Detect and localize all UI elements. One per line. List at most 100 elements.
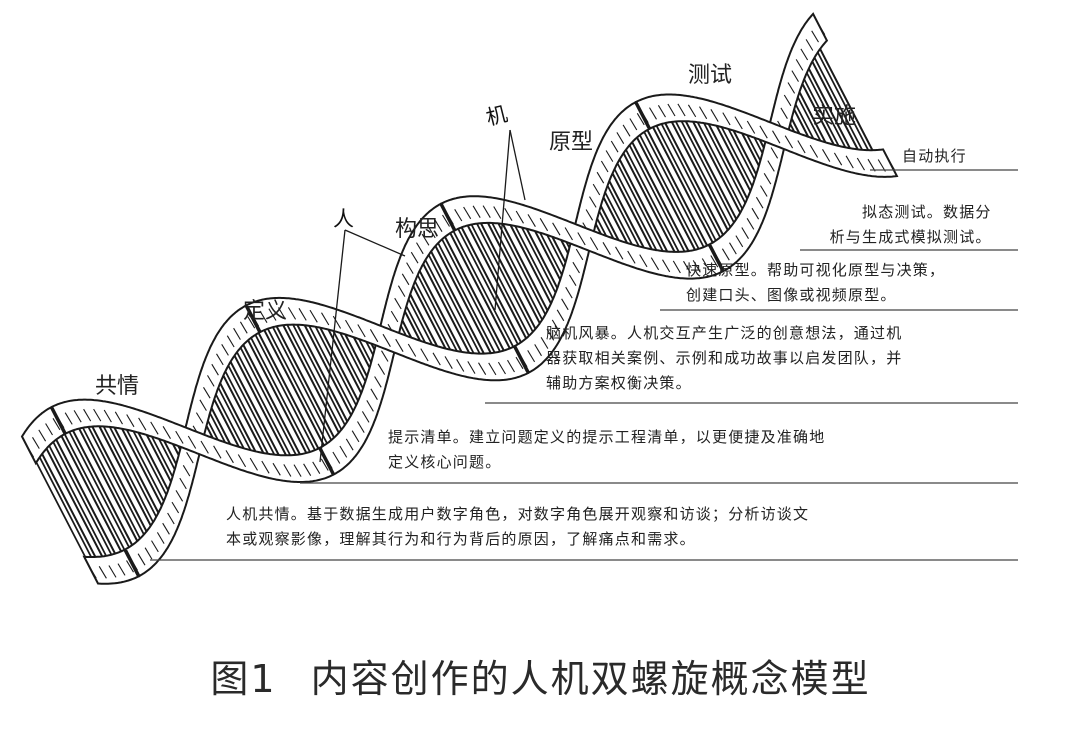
strand-b-front-hatch xyxy=(589,237,599,251)
strand-b-front-hatch xyxy=(312,461,321,474)
strand-b-back-hatch xyxy=(406,262,414,274)
strand-a-back-hatch xyxy=(162,522,170,535)
strand-b-front-hatch xyxy=(83,408,92,422)
strand-a-front-hatch xyxy=(488,362,497,376)
strand-b-front-hatch xyxy=(261,460,270,474)
base-pair-rung xyxy=(502,210,559,318)
base-pair-rung xyxy=(615,138,683,267)
strand-a-front-hatch xyxy=(687,104,697,118)
base-pair-highlight xyxy=(509,211,563,312)
strand-a-back-hatch xyxy=(137,553,146,566)
description-line: 本或观察影像，理解其行为和行为背后的原因，了解痛点和需求。 xyxy=(226,530,696,548)
strand-b-front-hatch xyxy=(126,414,135,428)
strand-b-front-hatch xyxy=(482,205,491,218)
base-pair-rung xyxy=(437,222,512,365)
strand-a-front-hatch xyxy=(117,563,126,576)
base-pair-rung xyxy=(275,310,347,448)
strand-b-back-hatch xyxy=(791,70,799,82)
strand-a-front-hatch xyxy=(734,116,743,130)
description-line: 器获取相关案例、示例和成功故事以启发团队，并 xyxy=(546,349,903,367)
strand-b-back-hatch xyxy=(767,160,775,172)
strand-b-front-hatch xyxy=(175,430,184,444)
base-pair-rung xyxy=(804,47,866,164)
strand-b-front-segment xyxy=(50,398,335,483)
base-pair-rung xyxy=(812,34,881,165)
actor-label-human: 人 xyxy=(333,207,354,231)
base-pair-highlight xyxy=(447,214,525,361)
strand-b-front-hatch xyxy=(293,464,302,477)
strand-a-front-hatch xyxy=(420,348,429,362)
base-pair-rung xyxy=(629,123,703,265)
strand-a-front-hatch xyxy=(268,308,277,321)
strand-a-front-hatch xyxy=(784,135,794,149)
description-ideate: 脑机风暴。人机交互产生广泛的创意想法，通过机 器获取相关案例、示例和成功故事以启… xyxy=(546,321,902,396)
strand-b-front-hatch xyxy=(56,415,65,429)
strand-b-front-hatch xyxy=(602,242,611,255)
strand-a-front-hatch xyxy=(395,338,404,352)
strand-a-front-hatch xyxy=(845,155,854,169)
strand-b-front-hatch xyxy=(200,440,209,454)
base-pair-highlight xyxy=(29,444,97,573)
strand-a-back-hatch xyxy=(247,316,256,329)
description-define: 提示清单。建立问题定义的提示工程清单，以更便捷及准确地 定义核心问题。 xyxy=(388,425,825,475)
strand-b-back-hatch xyxy=(795,59,804,71)
description-line: 创建口头、图像或视频原型。 xyxy=(686,286,897,304)
base-pair-highlight xyxy=(796,60,851,162)
strand-b-back-hatch xyxy=(52,418,61,431)
stage-label-ideate: 构思 xyxy=(395,217,440,242)
strand-a-front-hatch xyxy=(710,109,719,122)
strand-a-back-hatch xyxy=(589,196,597,208)
strand-b-back-hatch xyxy=(780,107,788,119)
strand-a-front-hatch xyxy=(640,110,649,123)
strand-a-back-hatch xyxy=(534,344,542,357)
base-pair-highlight xyxy=(261,312,338,457)
strand-b-front-hatch xyxy=(527,214,536,227)
strand-a-front-hatch xyxy=(456,359,465,372)
strand-b-front-hatch xyxy=(692,260,701,273)
strand-a-front-hatch xyxy=(887,158,896,171)
strand-a-back-hatch xyxy=(546,328,555,341)
base-pair-rung xyxy=(453,213,529,357)
base-pair-rung xyxy=(84,412,155,546)
actor-leader-lines xyxy=(319,129,526,463)
strand-b-back-hatch xyxy=(442,214,450,227)
base-pair-rung xyxy=(645,112,721,257)
strand-a-back-hatch xyxy=(199,399,207,411)
strand-a-back-hatch xyxy=(568,274,577,286)
strand-b-back-hatch xyxy=(357,421,365,433)
base-pair-rung xyxy=(604,159,660,264)
base-pair-rung xyxy=(320,315,370,408)
strand-b-front-segment xyxy=(440,195,724,280)
strand-a-back-hatch xyxy=(561,298,569,311)
base-pair-rung xyxy=(415,249,478,368)
description-line: 定义核心问题。 xyxy=(388,453,502,471)
strand-a-front-hatch xyxy=(856,157,865,171)
strand-b-back-hatch xyxy=(361,411,370,423)
strand-b-back-hatch xyxy=(416,242,424,255)
strand-b-front-hatch xyxy=(472,205,481,218)
base-pair-highlight xyxy=(121,415,174,514)
strand-a-back-hatch xyxy=(592,183,601,196)
strand-a-front-hatch xyxy=(287,307,297,320)
strand-a-front-hatch xyxy=(822,149,831,162)
strand-a-front-hatch xyxy=(497,361,506,375)
strand-a-back-hatch xyxy=(600,160,609,173)
base-pair-rung xyxy=(423,237,492,368)
strand-b-back-hatch xyxy=(783,94,792,107)
strand-b-back-hatch xyxy=(390,310,399,323)
strand-a-back-hatch xyxy=(221,344,229,356)
strand-b-back-hatch xyxy=(721,248,730,261)
strand-b-front-hatch xyxy=(73,410,82,423)
strand-b-front-hatch xyxy=(701,258,710,271)
strand-a-back-hatch xyxy=(572,261,580,274)
strand-b-back-hatch xyxy=(811,30,819,43)
base-pair-rung xyxy=(212,368,264,466)
strand-b-front-hatch xyxy=(564,227,573,241)
strand-a-front-hatch xyxy=(722,112,731,126)
base-pair-highlight xyxy=(807,39,874,166)
description-empathize: 人机共情。基于数据生成用户数字角色，对数字角色展开观察和访谈；分析访谈文 本或观… xyxy=(226,502,809,552)
strand-b-back-hatch xyxy=(741,227,749,239)
strand-a-back-hatch xyxy=(636,113,645,126)
strand-b-front-hatch xyxy=(615,246,624,260)
strand-a-back-hatch xyxy=(585,209,594,221)
